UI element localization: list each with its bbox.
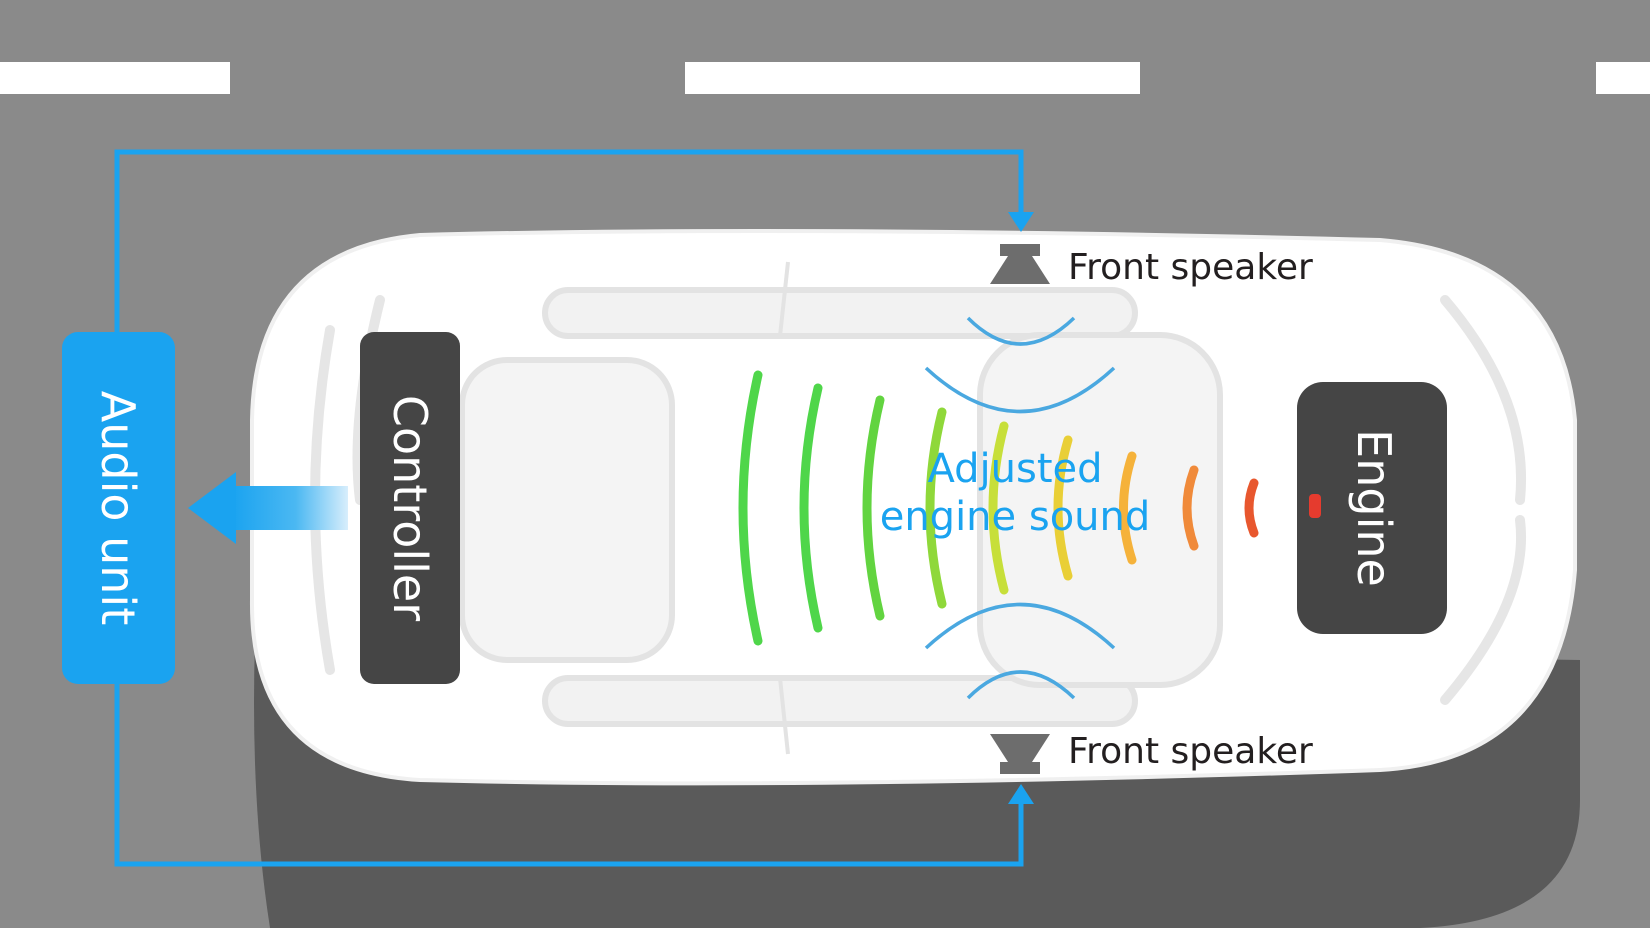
engine-box	[1297, 382, 1447, 634]
speaker-icon	[1000, 762, 1040, 774]
controller-label: Controller	[383, 395, 437, 621]
sound-wave-arc	[1053, 435, 1073, 581]
lane-marking	[1596, 62, 1650, 94]
car-side-rail-bottom	[542, 675, 1138, 727]
engine-source-mark	[1309, 494, 1321, 518]
engine-label: Engine	[1347, 429, 1401, 587]
wiring	[114, 149, 1024, 867]
sound-wave-arc	[1244, 478, 1259, 538]
front-speaker-bottom	[990, 734, 1050, 774]
signal-arrow	[188, 472, 348, 544]
lane-marking	[685, 62, 1140, 94]
sound-label-line2: engine sound	[880, 494, 1151, 540]
speaker-waves-bottom	[924, 602, 1116, 700]
sound-wave-arc	[1119, 451, 1137, 565]
sound-wave-arc	[1182, 465, 1199, 551]
speaker-cone-icon	[990, 734, 1050, 762]
arrow-head-down	[1008, 212, 1034, 232]
speaker-waves-top	[924, 316, 1116, 414]
front-speaker-top	[990, 244, 1050, 284]
sound-wave-arc	[738, 370, 763, 646]
audio-unit-label: Audio unit	[91, 391, 145, 626]
sound-wave-arc	[988, 421, 1009, 595]
front-speaker-bottom-label: Front speaker	[1068, 731, 1313, 772]
arrow-head-up	[1008, 784, 1034, 804]
controller-box	[360, 332, 460, 684]
speaker-wave-arc	[924, 366, 1116, 414]
speaker-cone-icon	[990, 256, 1050, 284]
audio-unit-box	[62, 332, 175, 684]
front-speaker-top-label: Front speaker	[1068, 247, 1313, 288]
lane-marking	[0, 62, 230, 94]
sound-wave-arc	[862, 395, 885, 621]
rear-seat	[459, 357, 675, 663]
speaker-wave-arc	[924, 602, 1116, 650]
speaker-icon	[1000, 244, 1040, 256]
car-side-rail-top	[542, 287, 1138, 339]
engine-sound-waves	[738, 370, 1259, 646]
front-seat-area	[977, 332, 1223, 688]
sound-wave-arc	[799, 383, 823, 633]
door-line	[778, 677, 790, 755]
sound-wave-arc	[925, 407, 947, 609]
sound-label-line1: Adjusted	[927, 446, 1102, 492]
door-line	[778, 261, 790, 337]
speaker-wave-arc	[966, 670, 1076, 700]
speaker-wave-arc	[966, 316, 1076, 346]
